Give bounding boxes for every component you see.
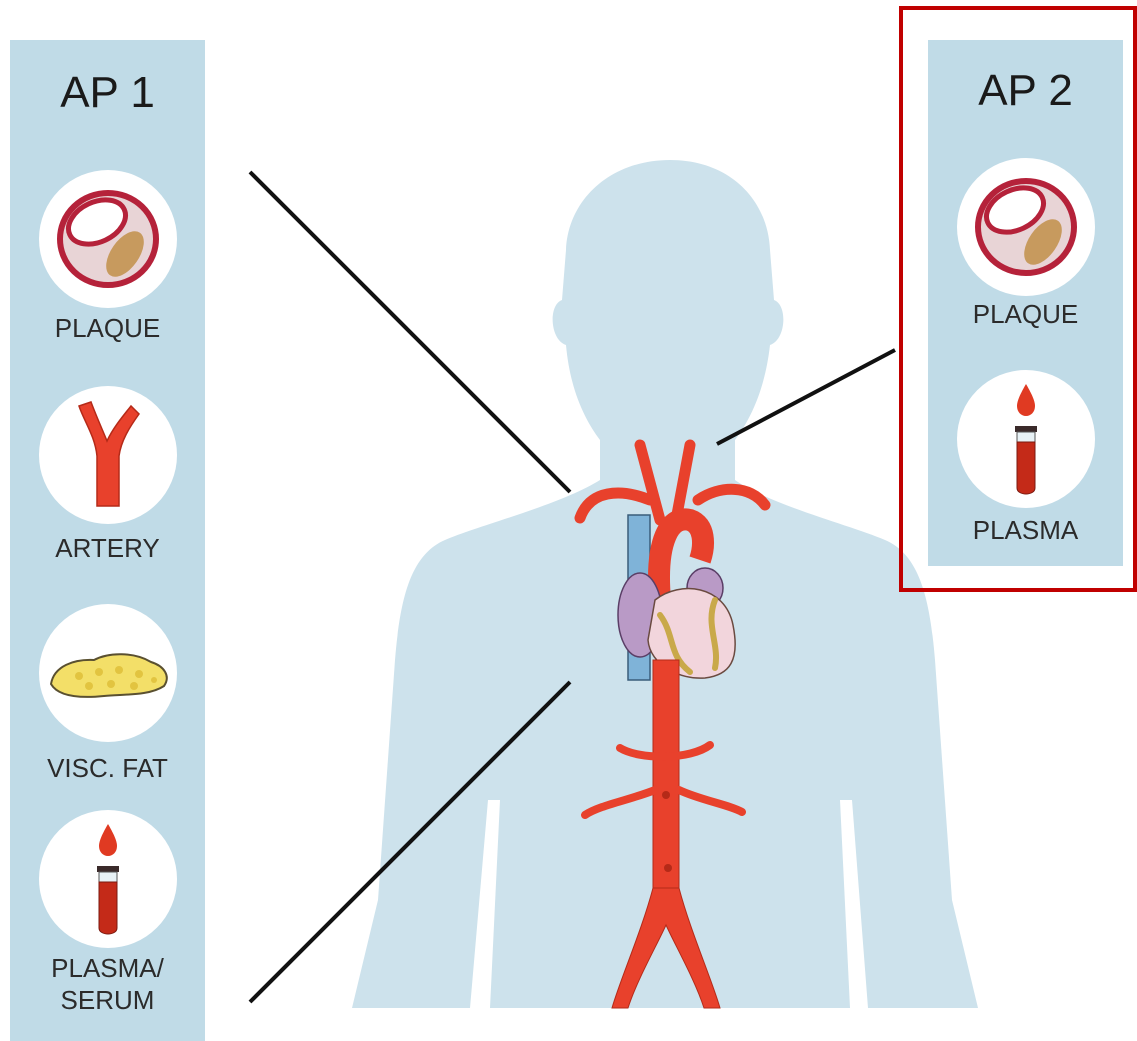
blood-tube-icon xyxy=(39,810,177,948)
descending-aorta xyxy=(653,660,679,890)
connector-line-ap1-top xyxy=(250,172,570,492)
ap1-serum-label: SERUM xyxy=(10,984,205,1016)
ap1-panel: AP 1 PLAQUE ARTERY VISC. FAT xyxy=(10,40,205,1041)
ap1-plaque-label: PLAQUE xyxy=(10,312,205,344)
ap1-artery-label: ARTERY xyxy=(10,532,205,564)
artery-node xyxy=(664,864,672,872)
artery-icon xyxy=(39,386,177,524)
ap1-title: AP 1 xyxy=(10,68,205,118)
ap1-plasma-serum-label: PLASMA/ SERUM xyxy=(10,952,205,1016)
ap1-visc-fat-label: VISC. FAT xyxy=(10,752,205,784)
artery-node xyxy=(662,791,670,799)
ap1-plasma-label: PLASMA/ xyxy=(10,952,205,984)
visceral-fat-icon xyxy=(39,604,177,742)
ap2-highlight-box xyxy=(899,6,1137,592)
plaque-icon xyxy=(39,170,177,308)
